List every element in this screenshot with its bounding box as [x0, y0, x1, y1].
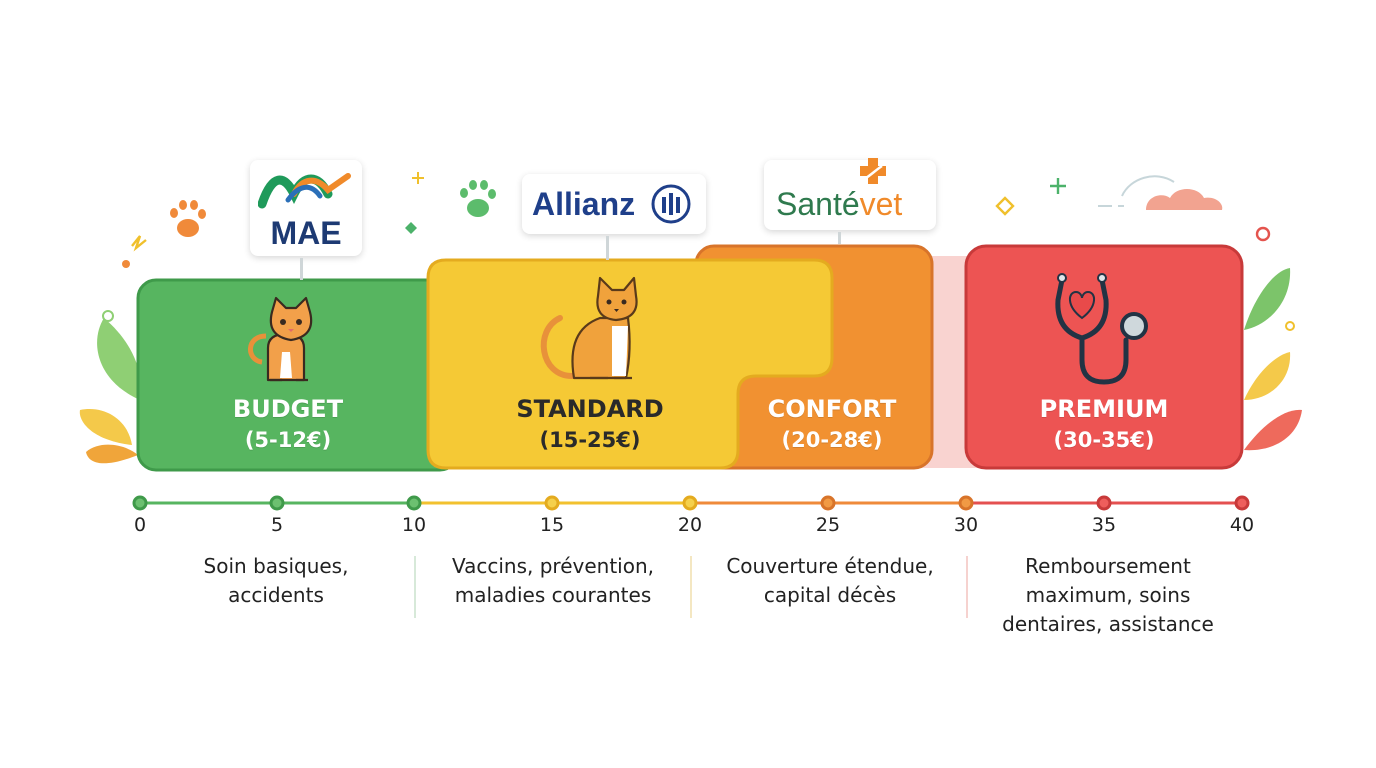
scale-tick: 25 [815, 514, 841, 536]
cat-icon [540, 276, 638, 380]
scale-tick: 10 [401, 514, 427, 536]
scale-tick: 20 [677, 514, 703, 536]
scale-tick: 40 [1229, 514, 1255, 536]
tier-confort-price: (20-28€) [781, 428, 883, 452]
scale-tick: 5 [270, 514, 284, 536]
brand-card-allianz: Allianz [522, 174, 706, 260]
tier-premium-name: PREMIUM [1039, 395, 1169, 423]
santevet-wordmark-part2: vet [859, 186, 903, 222]
paw-icon [170, 200, 206, 237]
scale-tick: 35 [1091, 514, 1117, 536]
scale-tick: 30 [953, 514, 979, 536]
paw-icon [460, 180, 496, 217]
allianz-wordmark: Allianz [532, 186, 636, 222]
brand-pointer [838, 232, 841, 244]
description-line: Remboursement [1025, 554, 1191, 578]
santevet-wordmark-part1: Santé [776, 186, 860, 222]
tier-standard-name: STANDARD [516, 395, 664, 423]
tier-confort-name: CONFORT [767, 395, 897, 423]
cross-logo-icon [860, 158, 886, 184]
allianz-logo-icon [651, 184, 691, 224]
description-separator [966, 556, 968, 618]
brand-card-santevet: Santévet [764, 158, 936, 244]
tier-premium-block [964, 244, 1244, 470]
tier-premium-price: (30-35€) [1053, 428, 1155, 452]
tier-budget-price: (5-12€) [244, 428, 332, 452]
description-line: Vaccins, prévention, [451, 554, 654, 578]
description-line: Soin basiques, [203, 554, 349, 578]
santevet-wordmark: Santévet [776, 184, 902, 224]
description-line: maladies courantes [454, 583, 652, 607]
tier-standard-price: (15-25€) [539, 428, 641, 452]
scale-tick: 0 [133, 514, 147, 536]
description-line: Couverture étendue, [726, 554, 934, 578]
brand-pointer [300, 258, 303, 280]
description-line: capital décès [763, 583, 897, 607]
tier-confort-description: Couverture étendue, capital décès [700, 552, 960, 610]
sparkle-decoration [102, 172, 1295, 331]
description-line: accidents [228, 583, 324, 607]
tier-budget-description: Soin basiques, accidents [156, 552, 396, 610]
description-line: dentaires, assistance [1002, 612, 1214, 636]
mae-logo-icon [258, 173, 351, 209]
tier-premium-description: Remboursement maximum, soins dentaires, … [980, 552, 1236, 639]
price-scale [132, 495, 1250, 511]
description-separator [414, 556, 416, 618]
scale-tick: 15 [539, 514, 565, 536]
stethoscope-icon [1055, 273, 1148, 385]
tier-budget-name: BUDGET [232, 395, 344, 423]
tier-standard-block [426, 258, 834, 470]
leaf-decoration-left [79, 318, 141, 464]
brand-pointer [606, 236, 609, 260]
description-line: maximum, soins [1025, 583, 1191, 607]
kitten-icon [248, 296, 313, 382]
cloud-icon [1098, 175, 1223, 210]
tier-standard-description: Vaccins, prévention, maladies courantes [424, 552, 682, 610]
mae-wordmark: MAE [270, 215, 342, 251]
brand-card-mae: MAE [250, 160, 362, 280]
leaf-decoration-right [1244, 268, 1302, 451]
description-separator [690, 556, 692, 618]
